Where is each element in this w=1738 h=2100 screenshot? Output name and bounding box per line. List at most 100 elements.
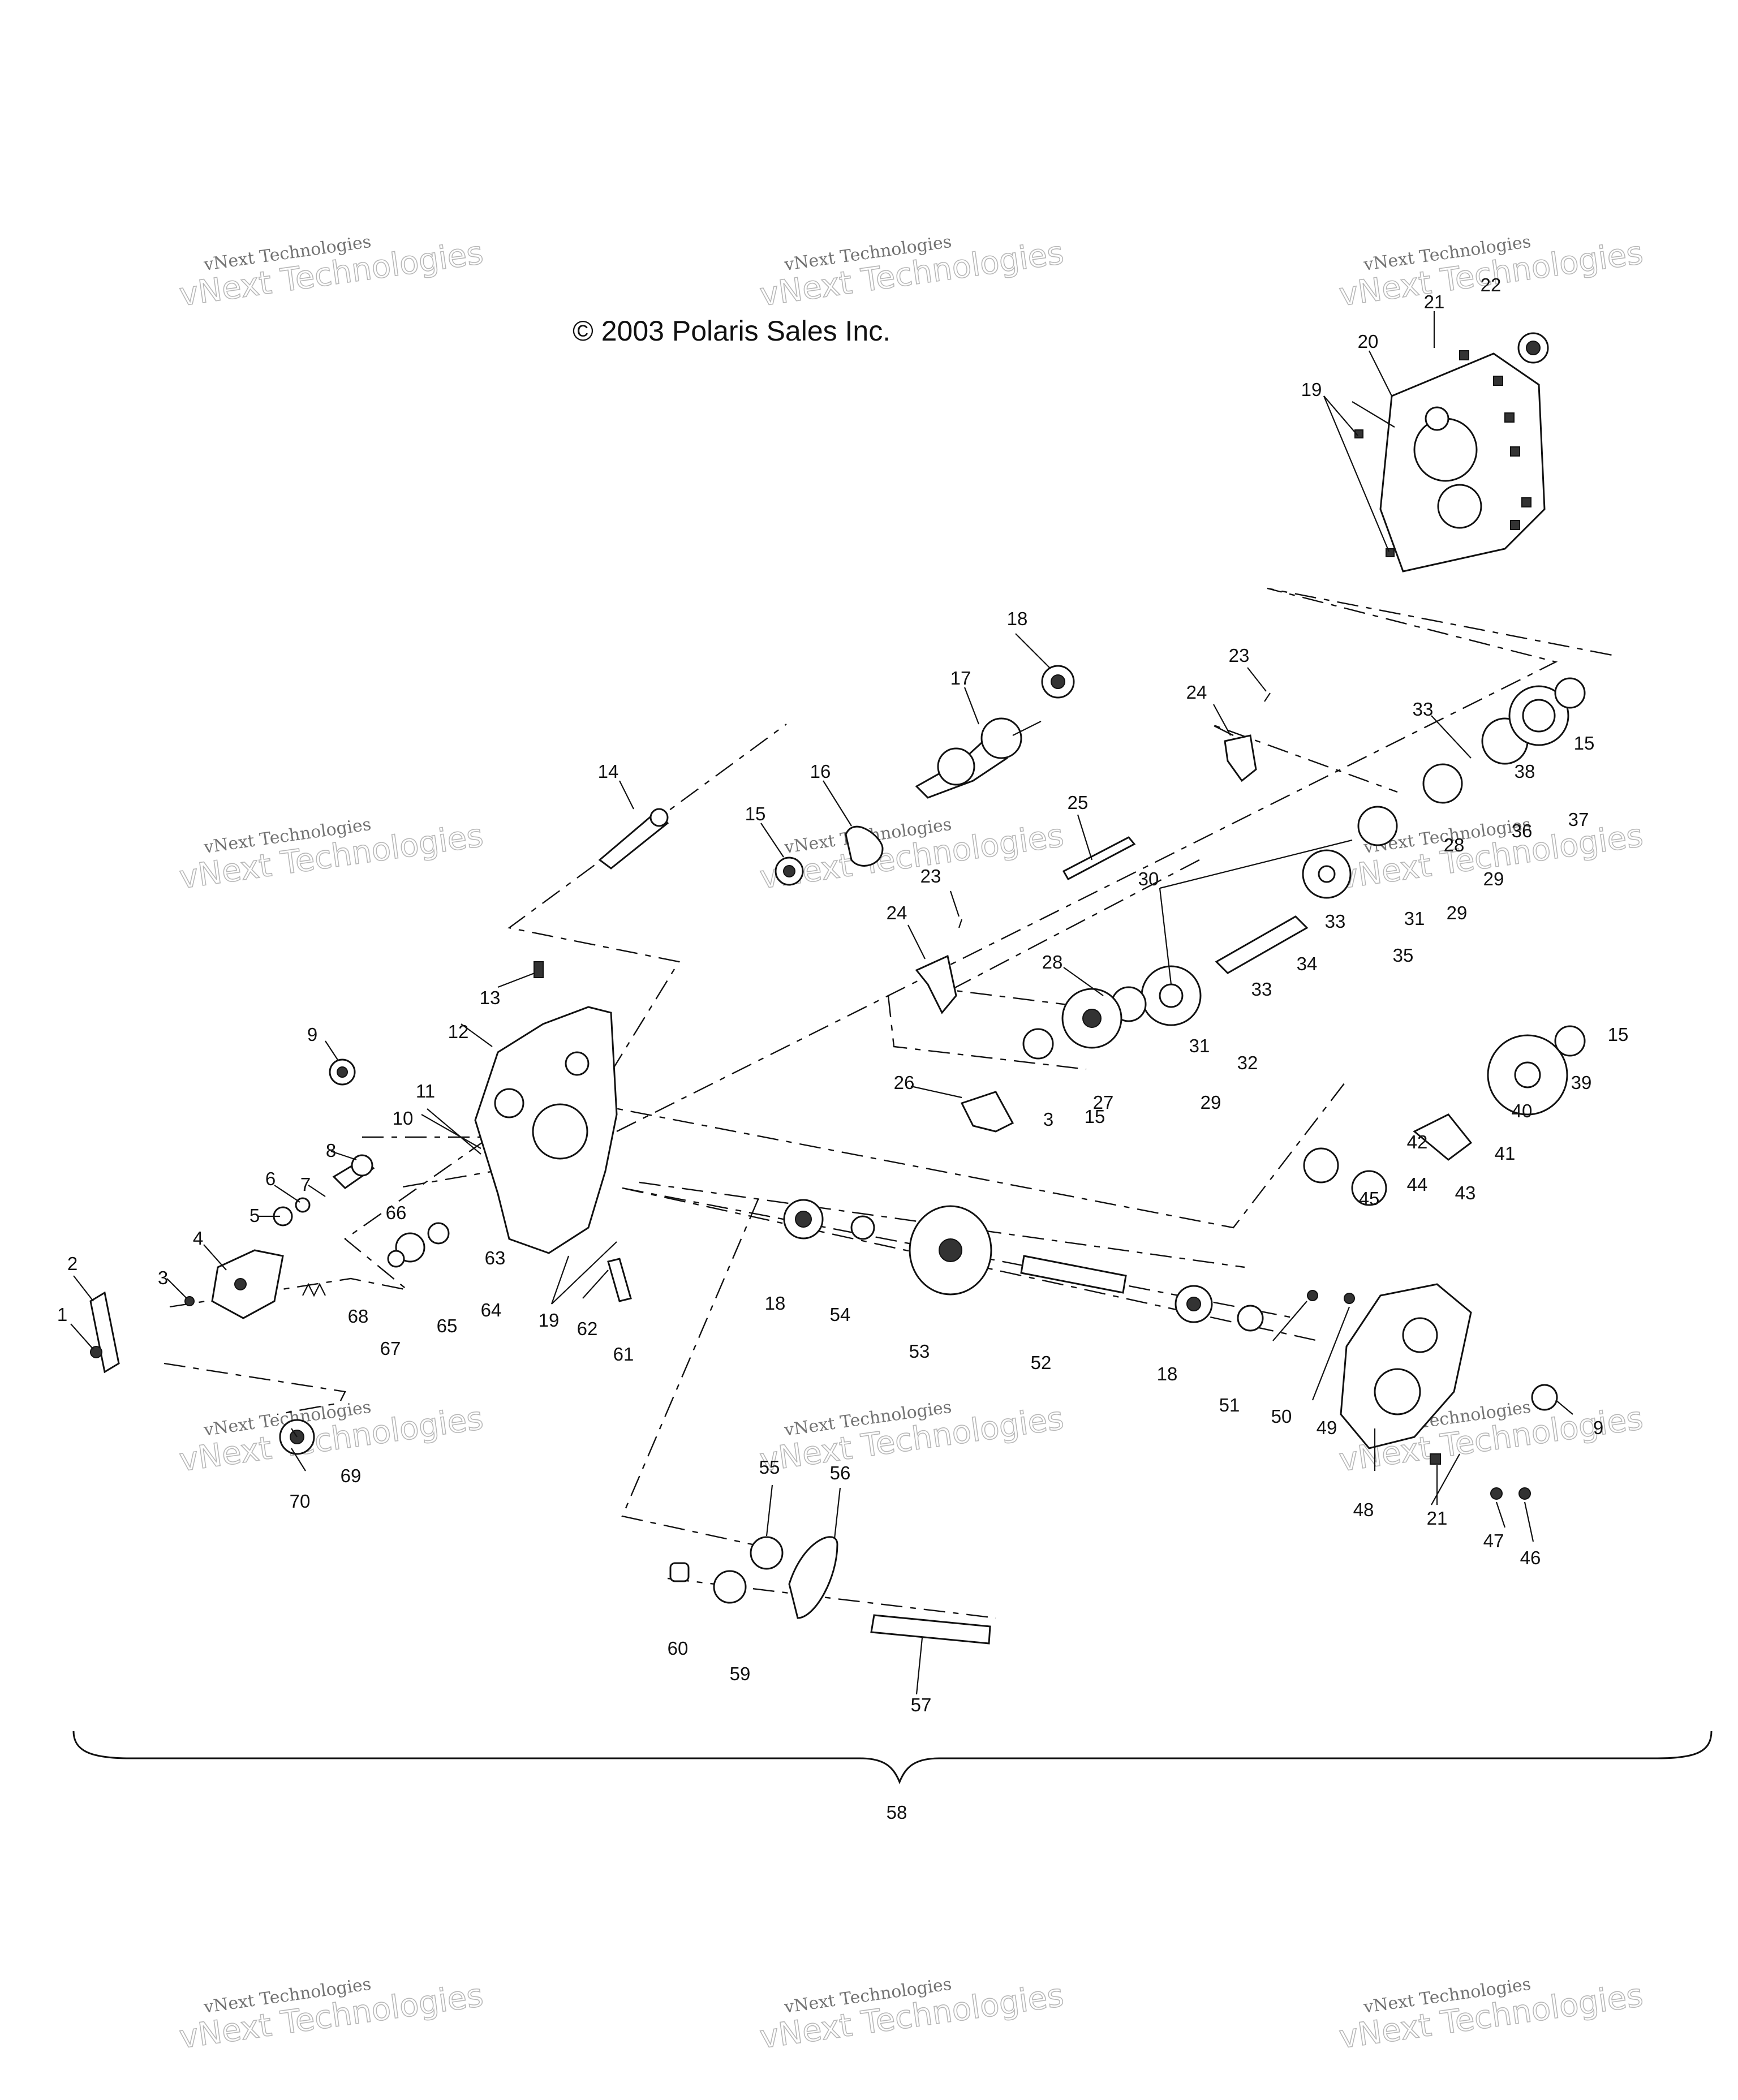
callout-51: 51	[1219, 1395, 1240, 1415]
callout-24-b: 24	[887, 902, 907, 923]
callout-32: 32	[1237, 1052, 1258, 1073]
callout-36: 36	[1512, 820, 1533, 841]
chain-56	[788, 1536, 838, 1619]
callout-15-d: 15	[1085, 1106, 1105, 1127]
callout-6: 6	[265, 1168, 276, 1189]
callout-69: 69	[341, 1465, 362, 1486]
callout-52: 52	[1031, 1352, 1052, 1373]
callout-63: 63	[485, 1247, 506, 1268]
callout-26: 26	[894, 1072, 915, 1093]
callout-14: 14	[598, 761, 619, 782]
callout-23: 23	[1229, 645, 1250, 666]
gear-36	[1422, 763, 1463, 804]
callout-21: 21	[1424, 291, 1445, 312]
callout-40: 40	[1512, 1100, 1533, 1121]
callout-25: 25	[1068, 792, 1089, 813]
callout-38: 38	[1515, 761, 1535, 782]
callout-50: 50	[1271, 1406, 1292, 1427]
callout-64: 64	[481, 1299, 502, 1320]
callout-65: 65	[437, 1315, 458, 1336]
callout-30: 30	[1138, 868, 1159, 889]
callout-68: 68	[348, 1306, 369, 1327]
callout-47: 47	[1483, 1530, 1504, 1551]
callout-46: 46	[1520, 1547, 1541, 1568]
callout-31-b: 31	[1404, 908, 1425, 929]
callout-28-b: 28	[1444, 834, 1465, 855]
callout-60: 60	[668, 1638, 689, 1659]
callout-66: 66	[386, 1202, 407, 1223]
copyright-notice: © 2003 Polaris Sales Inc.	[573, 315, 890, 347]
callout-18: 18	[1007, 608, 1028, 629]
dowel-13	[534, 961, 544, 978]
callout-7: 7	[300, 1174, 311, 1195]
spring-68	[302, 1283, 326, 1297]
retainer-26	[960, 1091, 1014, 1133]
callout-56: 56	[830, 1462, 851, 1483]
shaft-52	[1020, 1255, 1127, 1294]
callout-54: 54	[830, 1304, 851, 1325]
callout-22: 22	[1481, 274, 1502, 295]
shaft-34	[1215, 915, 1309, 974]
dowel-49	[1344, 1293, 1355, 1304]
callout-24: 24	[1186, 682, 1207, 703]
callout-29: 29	[1201, 1092, 1221, 1113]
cog-66	[387, 1250, 405, 1268]
callout-49: 49	[1317, 1417, 1337, 1438]
callout-numbers: 1 2 3 4 5 6 7 8 9 10 11 12 13 14 15 16 1…	[57, 274, 1629, 1823]
pin-14	[598, 810, 669, 870]
callout-10: 10	[393, 1108, 414, 1129]
callout-58: 58	[887, 1802, 907, 1823]
callout-35: 35	[1393, 945, 1414, 966]
gear-55	[750, 1536, 784, 1570]
leader-lines	[70, 311, 1573, 1695]
callout-57: 57	[911, 1694, 932, 1715]
callout-31: 31	[1189, 1035, 1210, 1056]
assembly-brace	[72, 1731, 1713, 1785]
callout-3: 3	[158, 1267, 168, 1288]
callout-62: 62	[577, 1318, 598, 1339]
callout-55: 55	[759, 1457, 780, 1478]
callout-8: 8	[326, 1140, 336, 1161]
sensor-61	[607, 1258, 632, 1302]
bolt-21-lower	[1430, 1453, 1441, 1465]
callout-2: 2	[67, 1253, 78, 1274]
bearing-64	[427, 1222, 450, 1245]
callout-33-c: 33	[1413, 699, 1434, 720]
bolts-cover-20	[1354, 350, 1531, 557]
right-case-48	[1340, 1283, 1472, 1449]
callout-67: 67	[380, 1338, 401, 1359]
gear-59	[713, 1570, 747, 1604]
bearing-15-right	[1554, 677, 1586, 709]
ring-54	[850, 1215, 875, 1240]
callout-21-b: 21	[1427, 1508, 1448, 1529]
bearing-15-mid	[1022, 1028, 1054, 1060]
shift-fork-24-top	[1224, 734, 1257, 782]
callout-29-b: 29	[1447, 902, 1468, 923]
callout-19: 19	[1301, 379, 1322, 400]
callout-15-c: 15	[1608, 1024, 1629, 1045]
gear-31	[1357, 806, 1398, 846]
callout-4: 4	[193, 1228, 203, 1249]
parts	[89, 332, 1586, 1645]
shift-lever-2	[89, 1291, 120, 1374]
callout-39: 39	[1571, 1072, 1592, 1093]
washer-47	[1490, 1487, 1503, 1500]
callout-17: 17	[950, 668, 971, 688]
callout-15: 15	[745, 803, 766, 824]
plate-41	[1413, 1113, 1473, 1161]
callout-45: 45	[1359, 1188, 1380, 1209]
callout-53: 53	[909, 1341, 930, 1362]
callout-70: 70	[290, 1491, 311, 1512]
callout-33: 33	[1251, 979, 1272, 1000]
bushing-60	[669, 1562, 690, 1582]
callout-34: 34	[1297, 953, 1318, 974]
callout-37: 37	[1568, 809, 1589, 830]
